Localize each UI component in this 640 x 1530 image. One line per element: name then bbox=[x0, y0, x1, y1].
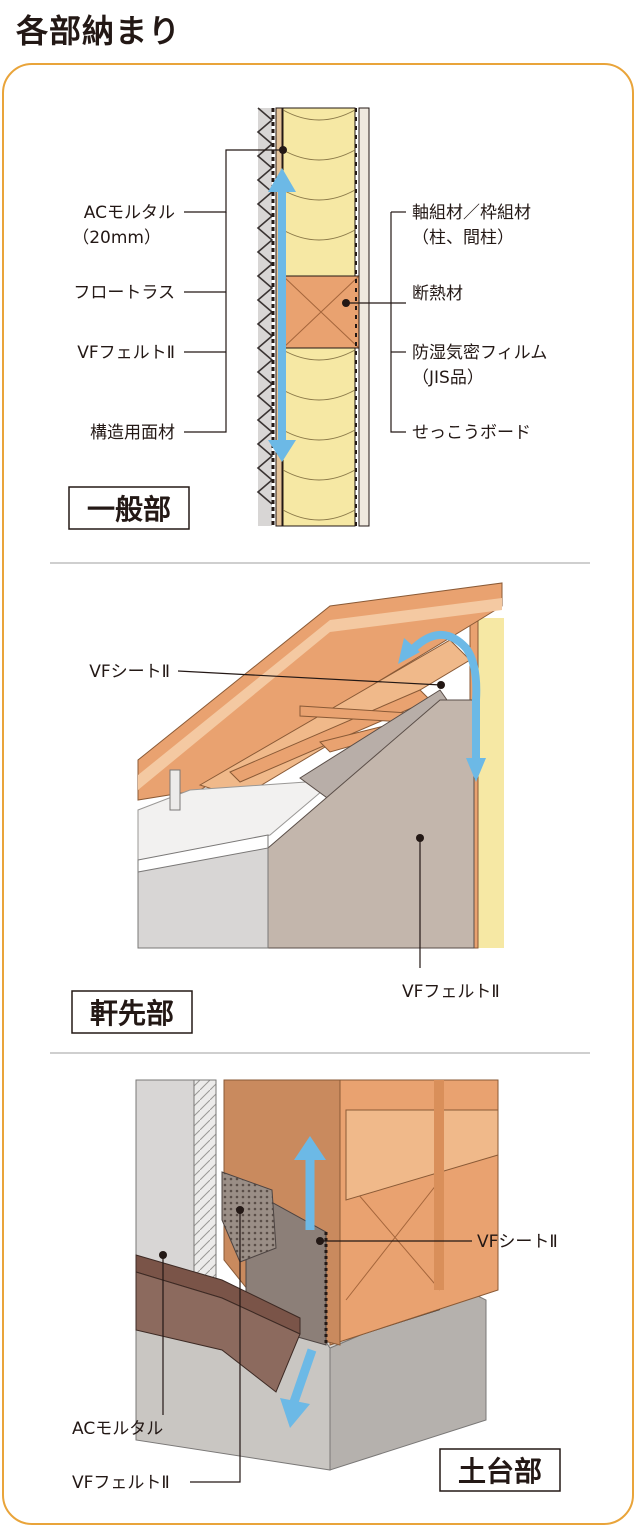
label-ac-mortar: ACモルタル bbox=[72, 1419, 163, 1439]
label-gypsum-board: せっこうボード bbox=[412, 423, 531, 443]
marker-dot bbox=[279, 146, 287, 154]
section-label-box bbox=[68, 486, 190, 530]
general-section: ACモルタル （20mm） フロートラス VFフェルトⅡ 構造用面材 軸組材／枠… bbox=[68, 107, 547, 530]
timber-edge bbox=[434, 1080, 444, 1290]
marker-dot bbox=[159, 1251, 167, 1259]
airflow-arrow-icon bbox=[268, 168, 296, 462]
marker-dot bbox=[437, 681, 445, 689]
vf-felt-perforated bbox=[221, 1171, 277, 1263]
section-label-eave: 軒先部 bbox=[90, 997, 174, 1030]
label-vapor-film-detail: （JIS品） bbox=[412, 368, 484, 388]
label-ac-mortar: ACモルタル bbox=[84, 203, 175, 223]
roof-sheathing bbox=[137, 582, 503, 801]
label-vf-sheet: VFシートⅡ bbox=[477, 1232, 558, 1252]
insulation-pattern bbox=[282, 109, 356, 521]
stud-cross bbox=[282, 275, 360, 349]
eave-section: VFシートⅡ VFフェルトⅡ 軒先部 bbox=[71, 582, 504, 1034]
mortar-lath bbox=[193, 1079, 217, 1281]
section-label-general: 一般部 bbox=[87, 493, 171, 526]
gypsum-board bbox=[358, 107, 370, 527]
label-vf-felt: VFフェルトⅡ bbox=[77, 343, 175, 363]
label-float-lath: フロートラス bbox=[73, 283, 175, 303]
leader-line bbox=[177, 670, 442, 686]
label-structural-sheathing: 構造用面材 bbox=[90, 423, 175, 443]
timber-beam bbox=[345, 1109, 499, 1201]
leader-line bbox=[190, 1210, 241, 1483]
label-framing: 軸組材／枠組材 bbox=[412, 203, 531, 223]
label-ac-mortar-thickness: （20mm） bbox=[72, 228, 161, 248]
marker-dot bbox=[236, 1206, 244, 1214]
marker-dot bbox=[416, 834, 424, 842]
airflow-arrow-icon bbox=[280, 1348, 317, 1428]
left-leader-lines bbox=[184, 149, 283, 433]
marker-dot bbox=[342, 299, 350, 307]
page-title: 各部納まり bbox=[16, 12, 182, 50]
fascia-trim bbox=[169, 769, 181, 811]
section-label-box bbox=[71, 990, 193, 1034]
timber-cross bbox=[345, 1179, 441, 1301]
section-label-box bbox=[439, 1448, 561, 1492]
sill-section: VFシートⅡ ACモルタル VFフェルトⅡ 土台部 bbox=[72, 1079, 561, 1493]
label-vf-felt: VFフェルトⅡ bbox=[402, 982, 500, 1002]
right-leader-lines bbox=[346, 211, 406, 433]
soffit-board bbox=[137, 779, 337, 867]
label-vf-sheet: VFシートⅡ bbox=[89, 662, 170, 682]
roof-fascia bbox=[138, 598, 502, 790]
weep-screed-lower bbox=[135, 1271, 301, 1393]
label-framing-detail: （柱、間柱） bbox=[412, 228, 514, 248]
marker-dot bbox=[316, 1237, 324, 1245]
section-label-sill: 土台部 bbox=[458, 1455, 542, 1488]
airflow-arrow-icon bbox=[398, 630, 486, 782]
label-vf-felt: VFフェルトⅡ bbox=[72, 1473, 170, 1493]
label-vapor-film: 防湿気密フィルム bbox=[412, 343, 547, 363]
label-insulation: 断熱材 bbox=[412, 284, 463, 304]
content-frame bbox=[2, 63, 634, 1525]
airflow-arrow-icon bbox=[294, 1136, 326, 1230]
float-lath-zigzag bbox=[256, 107, 274, 505]
mortar-top-edge bbox=[137, 834, 269, 873]
